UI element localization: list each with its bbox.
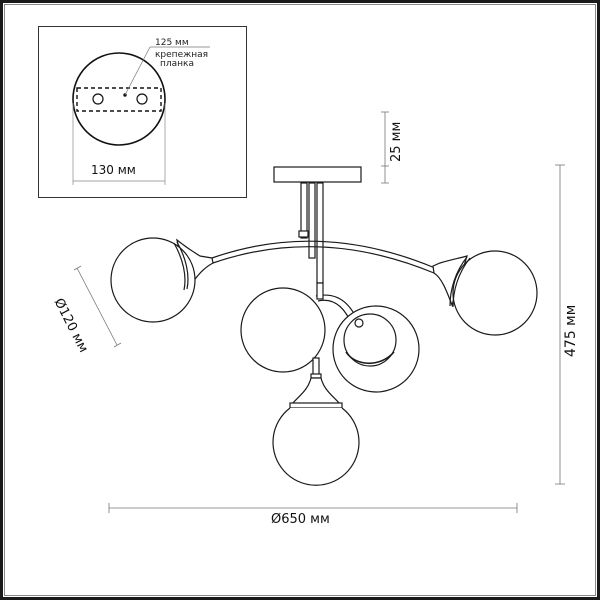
globe-bottom	[272, 357, 360, 486]
globe-bottom-ring	[289, 402, 343, 409]
bracket-length-label: 125 мм	[155, 38, 189, 48]
plate-width-label: 130 мм	[91, 163, 136, 177]
dimension-lines	[73, 111, 565, 513]
globe-bottom-holder	[290, 377, 342, 405]
globe-middle-left-shade	[240, 287, 326, 373]
mounting-bracket-dashed	[76, 87, 162, 112]
rod-3	[316, 182, 324, 284]
main-arm	[211, 240, 436, 274]
rod-2	[308, 182, 316, 259]
ceiling-canopy	[273, 166, 362, 183]
total-height-label: 475 мм	[563, 304, 579, 357]
globe-right-shade	[452, 250, 538, 336]
screw-hole-right	[136, 93, 148, 105]
bottom-rod	[312, 357, 320, 377]
globe-front-right	[332, 305, 420, 393]
screw-hole-left	[92, 93, 104, 105]
globe-left-shade	[110, 237, 196, 323]
globe-left	[110, 237, 214, 323]
bracket-name-line2: планка	[160, 59, 194, 69]
globe-bottom-shade	[272, 407, 360, 486]
canopy	[273, 166, 362, 284]
bracket-name-line1: крепежная	[155, 50, 209, 60]
rod-collar	[298, 230, 309, 238]
globe-middle-left	[240, 287, 326, 373]
mounting-plate-diagram	[72, 46, 210, 185]
ceiling-plate-circle	[72, 52, 166, 146]
globe-front-right-socket	[354, 318, 364, 328]
canopy-height-label: 25 мм	[389, 121, 404, 162]
globe-right	[432, 250, 538, 336]
rod-1	[300, 182, 308, 239]
bracket-leader-line	[124, 46, 151, 96]
shade-diameter-dim	[76, 267, 118, 346]
total-diameter-label: Ø650 мм	[271, 512, 330, 527]
